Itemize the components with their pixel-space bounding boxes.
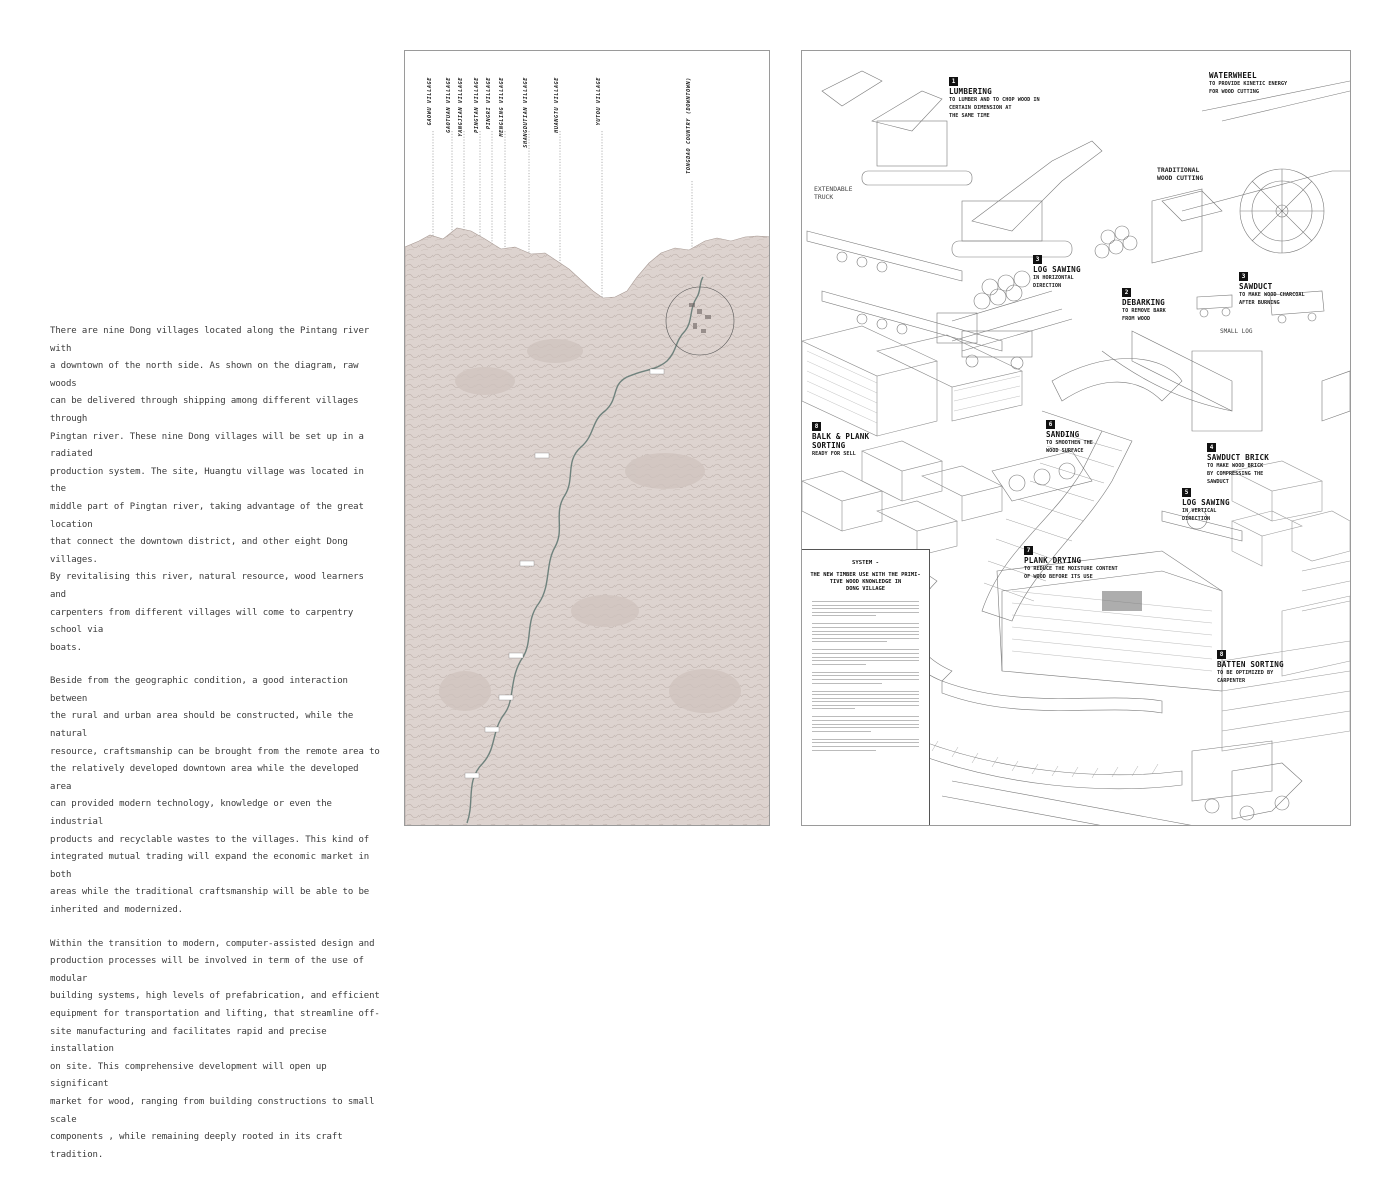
village-label: MENGLING VILLAGE: [499, 77, 505, 137]
system-body-text: [812, 649, 919, 665]
village-label: YANGJIAN VILLAGE: [458, 77, 464, 137]
village-label: YUTOU VILLAGE: [596, 77, 602, 126]
small-log-label: SMALL LOG: [1220, 328, 1253, 335]
step-balk-plank-sorting: 8 BALK & PLANK SORTING READY FOR SELL: [812, 422, 870, 457]
system-heading: THE NEW TIMBER USE WITH THE PRIMI- TIVE …: [810, 572, 921, 592]
system-label: SYSTEM -: [852, 560, 879, 566]
step-plank-drying: 7 PLANK DRYING TO REDUCE THE MOISTURE CO…: [1024, 546, 1118, 580]
village-label: SHANGDUTIAN VILLAGE: [523, 77, 529, 148]
river-map-panel: GAOWU VILLAGE GAOTUAN VILLAGE YANGJIAN V…: [404, 50, 770, 826]
system-body-text: [812, 623, 919, 643]
description-column: There are nine Dong villages located alo…: [50, 323, 380, 1180]
village-label: GAOTUAN VILLAGE: [446, 77, 452, 133]
step-lumbering: 1 LUMBERING TO LUMBER AND TO CHOP WOOD I…: [949, 77, 1040, 119]
downtown-label: TONGDAO COUNTRY (DOWNTOWN): [686, 77, 692, 174]
step-sawduct-brick: 4 SAWDUCT BRICK TO MAKE WOOD BRICK BY CO…: [1207, 443, 1270, 485]
village-label: PINGTAN VILLAGE: [474, 77, 480, 133]
step-log-sawing-horizontal: 3 LOG SAWING IN HORIZONTAL DIRECTION: [1033, 255, 1081, 289]
downtown-circle: [665, 286, 735, 356]
step-sanding: 6 SANDING TO SMOOTHEN THE WOOD SURFACE: [1046, 420, 1093, 454]
extendable-truck-label: EXTENDABLE TRUCK: [814, 185, 853, 201]
system-body-text: [812, 738, 919, 751]
step-debarking: 2 DEBARKING TO REMOVE BARK FROM WOOD: [1122, 288, 1166, 322]
system-body-text: [812, 716, 919, 732]
waterwheel-label: WATERWHEEL TO PROVIDE KINETIC ENERGY FOR…: [1209, 71, 1288, 95]
terrain-map: [405, 131, 769, 825]
village-label: HUANGTU VILLAGE: [554, 77, 560, 133]
step-sawduct: 3 SAWDUCT TO MAKE WOOD CHARCOAL AFTER BU…: [1239, 272, 1305, 306]
production-system-panel: 1 LUMBERING TO LUMBER AND TO CHOP WOOD I…: [801, 50, 1351, 826]
system-body-text: [812, 601, 919, 617]
system-description-box: SYSTEM - THE NEW TIMBER USE WITH THE PRI…: [802, 549, 930, 825]
pingtan-river: [466, 276, 704, 824]
system-body-text: [812, 690, 919, 710]
production-illustration: [802, 70, 1350, 825]
step-batten-sorting: 8 BATTEN SORTING TO BE OPTIMIZED BY CARP…: [1217, 650, 1284, 684]
paragraph-transition: Within the transition to modern, compute…: [50, 938, 380, 1160]
step-log-sawing-vertical: 5 LOG SAWING IN VERTICAL DIRECTION: [1182, 488, 1230, 522]
village-label: GAOWU VILLAGE: [427, 77, 433, 126]
traditional-wood-cutting-label: TRADITIONAL WOOD CUTTING: [1157, 166, 1204, 182]
paragraph-interaction: Beside from the geographic condition, a …: [50, 676, 380, 915]
paragraph-rivers: There are nine Dong villages located alo…: [50, 326, 370, 653]
village-label: PINGRI VILLAGE: [486, 77, 492, 130]
system-body-text: [812, 671, 919, 684]
